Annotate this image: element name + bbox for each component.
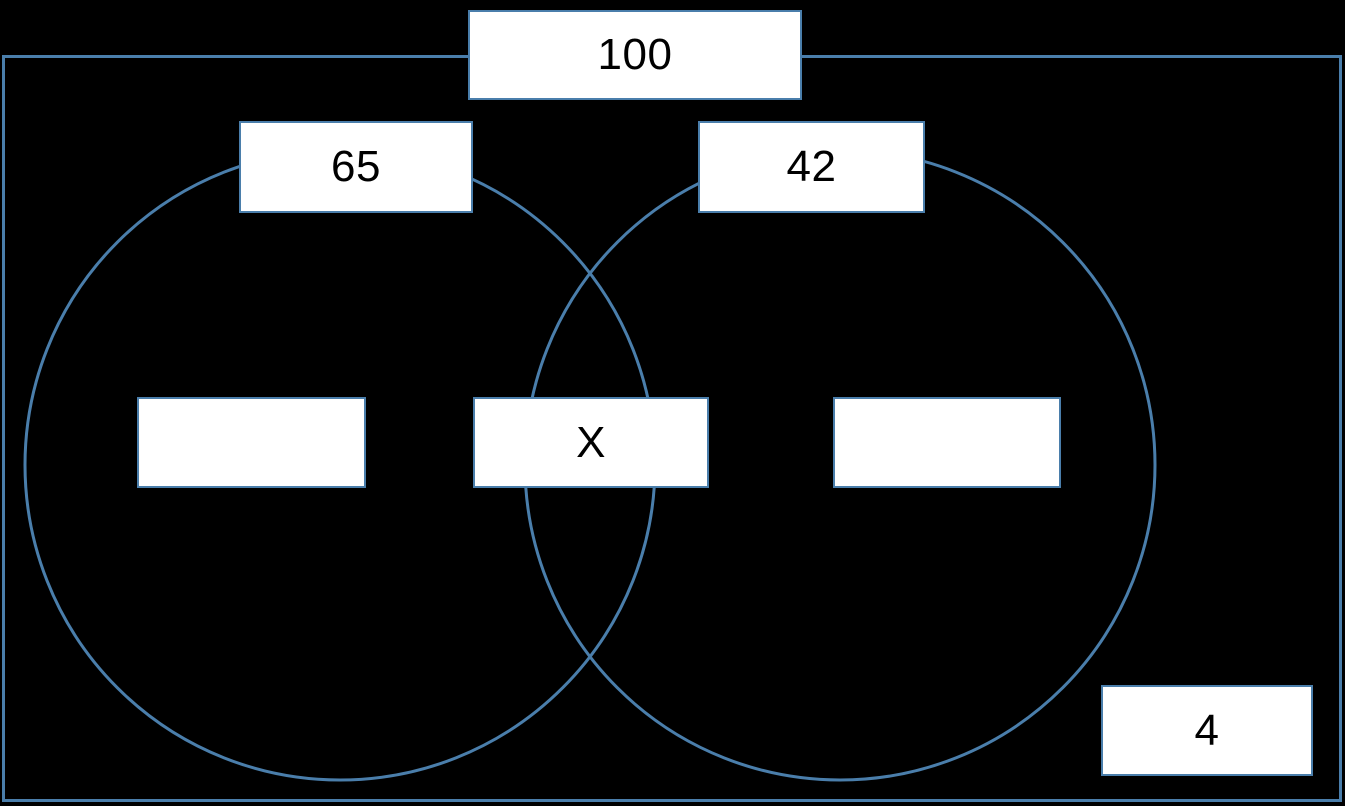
left-only-region-label-box — [137, 397, 366, 488]
universal-total-value: 100 — [597, 30, 673, 79]
universal-total-label-box: 100 — [468, 10, 802, 100]
right-set-total-label-box: 42 — [698, 121, 925, 213]
left-set-total-value: 65 — [331, 142, 381, 191]
outside-region-label-box: 4 — [1101, 685, 1313, 776]
right-only-region-label-box — [833, 397, 1061, 488]
left-set-total-label-box: 65 — [239, 121, 473, 213]
right-set-total-value: 42 — [786, 142, 837, 191]
intersection-region-label-box: X — [473, 397, 709, 488]
intersection-region-value: X — [576, 417, 606, 467]
outside-region-value: 4 — [1194, 705, 1220, 755]
